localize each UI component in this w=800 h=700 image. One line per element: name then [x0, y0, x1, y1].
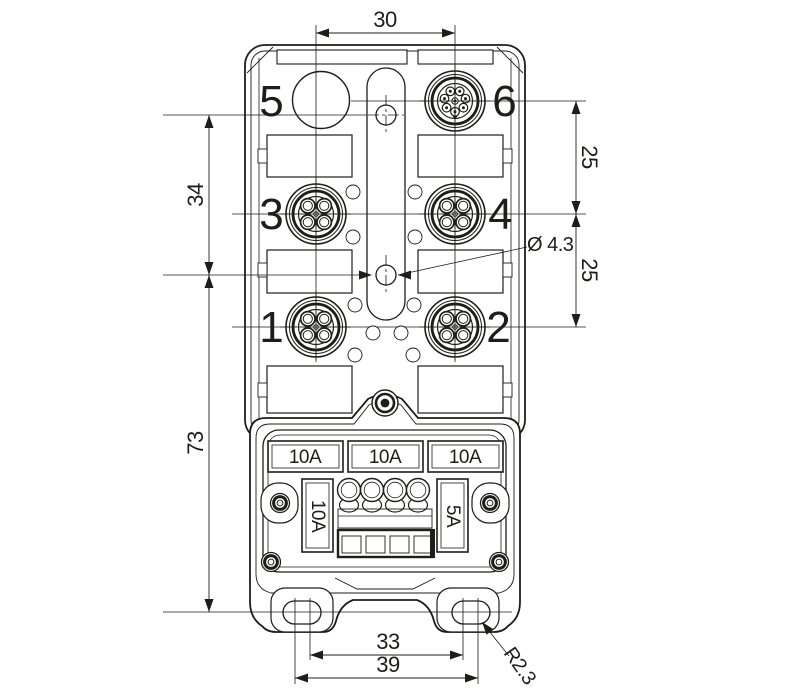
port-numbers: 1 2 3 4 5 6 [259, 77, 516, 352]
port-label-1: 1 [259, 303, 282, 352]
dim-label-25-upper: 25 [577, 145, 602, 169]
led-hole [393, 325, 409, 341]
plate-row1-left [266, 134, 353, 178]
fuse-ratings: 10A 10A 10A 10A 5A [289, 447, 483, 533]
centerlines [232, 25, 586, 360]
plate-row3-left [266, 365, 353, 414]
dim-label-34: 34 [183, 183, 208, 207]
dim-label-30: 30 [373, 7, 397, 32]
housing-screw [269, 492, 291, 514]
fuse-2-rating: 10A [369, 447, 402, 468]
led-hole [407, 229, 423, 245]
port-label-4: 4 [488, 190, 512, 239]
led-hole [365, 325, 381, 341]
port-label-2: 2 [486, 303, 509, 352]
fuse-bank [267, 440, 504, 553]
fuse-3 [427, 440, 504, 473]
dimensions: 30 25 25 34 73 [163, 7, 602, 689]
port-label-3: 3 [259, 190, 282, 239]
plate-row2-right [417, 249, 504, 294]
arrowhead [442, 28, 455, 38]
led-hole [407, 184, 423, 200]
foot-slot-left [282, 600, 322, 625]
top-strip-left [276, 49, 408, 65]
led-hole [347, 347, 363, 363]
marking-plates [257, 49, 513, 414]
fuse-4-vertical [301, 478, 334, 553]
ground-screw [371, 389, 399, 417]
corner-chamfer-left [246, 46, 274, 74]
dim-label-hole-dia: Ø 4.3 [527, 234, 574, 256]
dimension-left-heights: 34 73 [163, 114, 512, 613]
housing-screw [488, 551, 510, 573]
housing-screw [479, 492, 501, 514]
fuse-3-rating: 10A [449, 447, 482, 468]
plate-row1-right [417, 134, 504, 178]
lower-housing [249, 389, 521, 633]
base-bridge-edge [334, 577, 436, 590]
led-hole [345, 229, 361, 245]
fuse-5-vertical [436, 478, 469, 553]
housing-screw [260, 551, 282, 573]
fuse-2 [347, 440, 424, 473]
led-hole [345, 184, 361, 200]
arrowhead [316, 28, 329, 38]
port-5-blank-knockout [291, 70, 351, 130]
dim-label-33: 33 [376, 629, 400, 654]
mounting-feet [270, 587, 500, 633]
foot-slot-right [451, 600, 491, 625]
dimension-right-pitches: 25 25 [571, 101, 602, 327]
plate-row2-left [266, 249, 353, 294]
slot-outline [366, 67, 406, 321]
fuse-5-rating: 5A [442, 505, 463, 528]
dim-label-73: 73 [183, 431, 208, 455]
terminal-block [336, 477, 435, 559]
port-label-6: 6 [492, 77, 515, 126]
fuse-1 [267, 440, 344, 473]
led-holes [345, 184, 423, 363]
dim-label-25-lower: 25 [577, 258, 602, 282]
top-strip-right [417, 49, 494, 65]
fuse-1-rating: 10A [289, 447, 322, 468]
dimension-top-width: 30 [316, 7, 455, 38]
led-hole [405, 347, 421, 363]
port-label-5: 5 [259, 77, 282, 126]
dimension-hole-diameter: Ø 4.3 [359, 234, 574, 280]
dimension-foot-spacing: 33 39 [294, 598, 479, 684]
mounting-slot [366, 67, 406, 321]
plate-row3-right [417, 365, 504, 414]
led-hole [406, 297, 422, 313]
corner-chamfer-right [496, 46, 524, 74]
led-hole [347, 297, 363, 313]
dim-label-39: 39 [376, 652, 400, 677]
fuse-4-rating: 10A [307, 500, 328, 533]
